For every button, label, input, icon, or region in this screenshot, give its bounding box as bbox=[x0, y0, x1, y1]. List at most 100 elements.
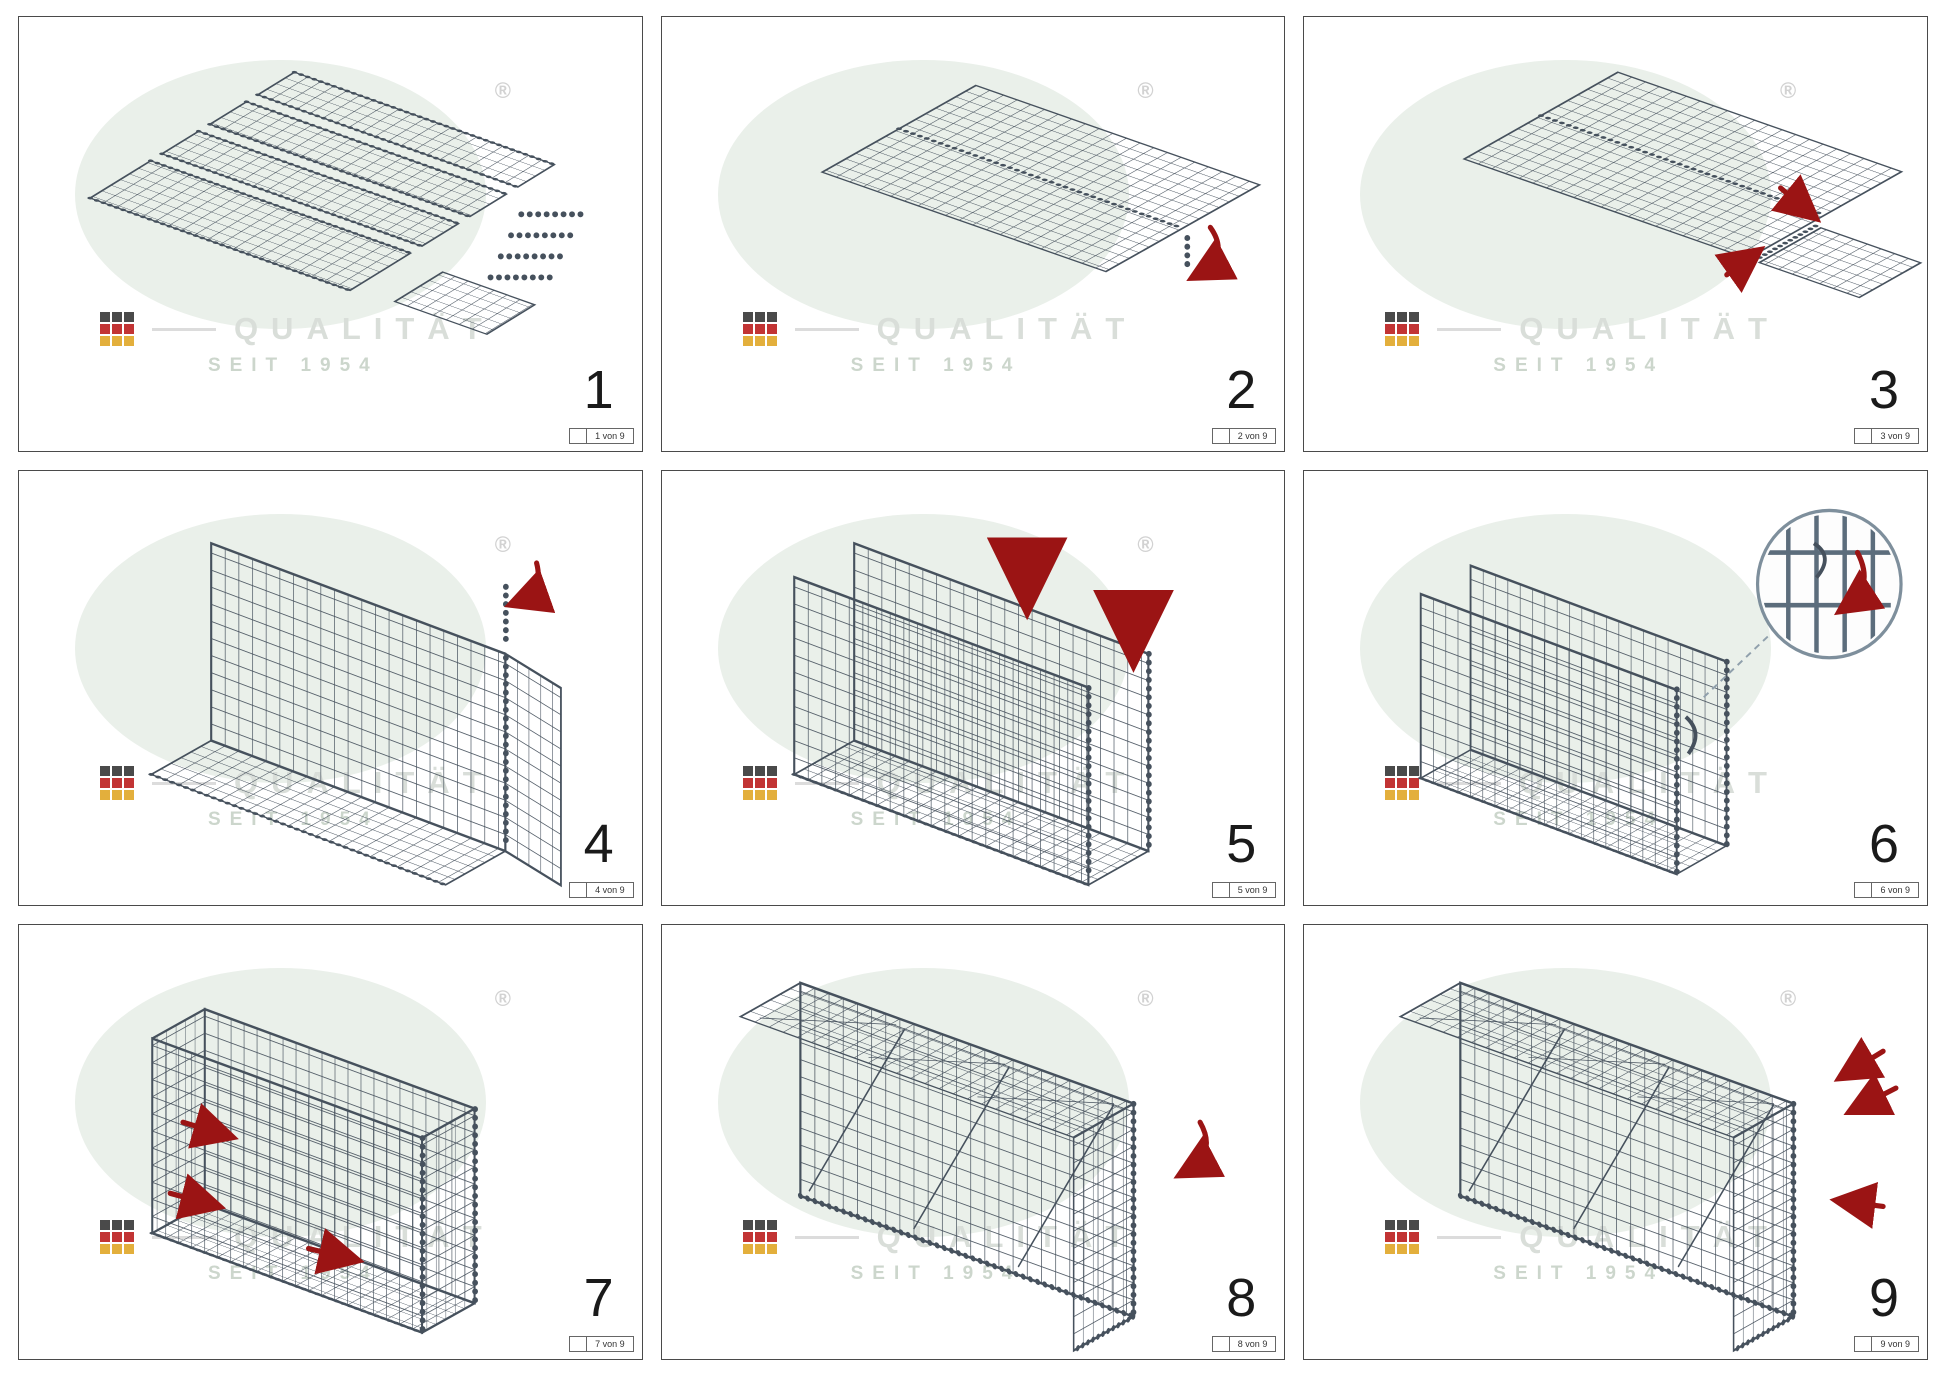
step-number: 9 bbox=[1868, 1268, 1899, 1328]
mesh-end-wall bbox=[504, 651, 562, 888]
page-indicator: 6 von 9 bbox=[1854, 882, 1919, 898]
registered-mark: ® bbox=[494, 77, 511, 103]
watermark-text-line2: SEIT 1954 bbox=[850, 1263, 1022, 1285]
page-indicator-stamp bbox=[1213, 883, 1230, 897]
registered-mark: ® bbox=[494, 985, 511, 1011]
step-panel-1: ® QUALITÄT SEIT 1954 1 bbox=[18, 16, 643, 452]
red-arrow-icon bbox=[1834, 1037, 1887, 1082]
mesh-right-end-wall bbox=[1732, 1101, 1796, 1354]
step-number: 4 bbox=[583, 814, 614, 874]
red-arrow-icon bbox=[1843, 1072, 1899, 1116]
page-indicator-stamp bbox=[1213, 1337, 1230, 1351]
page-indicator-label: 2 von 9 bbox=[1237, 431, 1268, 441]
page-indicator-stamp bbox=[570, 883, 588, 897]
page-indicator-label: 5 von 9 bbox=[1237, 885, 1268, 895]
step-6-drawing bbox=[1418, 508, 1903, 877]
spiral-coil bbox=[87, 159, 414, 292]
red-arrow-icon bbox=[167, 1173, 227, 1220]
loose-spirals bbox=[487, 211, 586, 281]
step-number: 6 bbox=[1868, 814, 1899, 874]
spiral-coil bbox=[797, 1192, 1136, 1320]
red-arrow-icon bbox=[504, 560, 556, 614]
brand-flag-icon bbox=[742, 1220, 777, 1255]
watermark-text-line2: SEIT 1954 bbox=[207, 355, 379, 377]
mesh-right-end-wall bbox=[421, 1106, 476, 1335]
brand-flag-icon bbox=[742, 766, 777, 801]
mesh-flap bbox=[1757, 226, 1923, 299]
registered-mark: ® bbox=[1137, 531, 1154, 557]
step-panel-5: ® QUALITÄT SEIT 1954 5 bbox=[660, 470, 1286, 906]
spiral-coil bbox=[1732, 1313, 1796, 1354]
page-indicator: 3 von 9 bbox=[1854, 428, 1919, 444]
watermark-text-line2: SEIT 1954 bbox=[850, 355, 1022, 377]
watermark-dash bbox=[794, 1235, 859, 1239]
page-indicator-stamp bbox=[1213, 429, 1230, 443]
spiral-coil bbox=[1071, 1313, 1136, 1354]
mesh-panels-flat bbox=[87, 70, 558, 336]
registered-mark: ® bbox=[1137, 985, 1154, 1011]
page-indicator-stamp bbox=[1855, 1337, 1873, 1351]
page-indicator-label: 4 von 9 bbox=[595, 885, 625, 895]
mesh-sheet-joined bbox=[819, 84, 1262, 273]
spiral-coil bbox=[1458, 1192, 1797, 1320]
page-indicator-label: 3 von 9 bbox=[1880, 431, 1910, 441]
page-indicator: 7 von 9 bbox=[569, 1336, 634, 1352]
brand-flag-icon bbox=[1385, 1220, 1420, 1255]
page-indicator: 4 von 9 bbox=[569, 882, 634, 898]
page-indicator-label: 1 von 9 bbox=[595, 431, 625, 441]
step-4-drawing bbox=[148, 541, 562, 888]
step-panel-6: ® QUALITÄT SEIT 1954 bbox=[1303, 470, 1928, 906]
page-indicator-label: 9 von 9 bbox=[1880, 1339, 1910, 1349]
page-indicator: 2 von 9 bbox=[1211, 428, 1277, 444]
spiral-coil bbox=[207, 100, 510, 218]
watermark-text-line1: QUALITÄT bbox=[1519, 311, 1780, 347]
registered-mark: ® bbox=[1780, 77, 1797, 103]
red-arrow-icon bbox=[1173, 1119, 1225, 1179]
red-arrow-icon bbox=[180, 1103, 239, 1149]
step-number: 5 bbox=[1226, 814, 1257, 874]
page-indicator: 8 von 9 bbox=[1211, 1336, 1277, 1352]
watermark-dash bbox=[151, 327, 216, 331]
step-5-drawing bbox=[790, 537, 1174, 887]
brand-flag-icon bbox=[99, 312, 134, 347]
detail-magnifier bbox=[1756, 508, 1903, 660]
mesh-right-end-wall bbox=[1071, 1101, 1136, 1354]
mesh-front-wall bbox=[1458, 981, 1797, 1320]
step-number: 8 bbox=[1226, 1268, 1257, 1328]
step-3-drawing bbox=[1462, 71, 1923, 299]
step-panel-7: ® QUALITÄT SEIT 1954 bbox=[18, 924, 643, 1360]
registered-mark: ® bbox=[1137, 77, 1154, 103]
watermark: QUALITÄT SEIT 1954 bbox=[1385, 311, 1780, 377]
brand-flag-icon bbox=[1385, 312, 1420, 347]
page-indicator-stamp bbox=[570, 429, 588, 443]
watermark-text-line2: SEIT 1954 bbox=[1493, 1263, 1665, 1285]
spiral-coil bbox=[255, 70, 558, 189]
page-indicator: 5 von 9 bbox=[1211, 882, 1277, 898]
red-arrow-icon bbox=[305, 1228, 365, 1275]
mesh-small-panel bbox=[393, 271, 537, 336]
hook-wire bbox=[1684, 715, 1698, 755]
watermark-dash bbox=[794, 327, 859, 331]
page-indicator-label: 8 von 9 bbox=[1237, 1339, 1268, 1349]
brand-flag-icon bbox=[99, 766, 134, 801]
step-panel-4: ® QUALITÄT SEIT 1954 4 bbox=[18, 470, 643, 906]
watermark: QUALITÄT SEIT 1954 bbox=[742, 311, 1138, 377]
step-panel-8: ® QUALITÄT SEIT 1954 bbox=[660, 924, 1286, 1360]
brand-flag-icon bbox=[99, 1220, 134, 1255]
brand-flag-icon bbox=[742, 312, 777, 347]
watermark-dash bbox=[1437, 327, 1502, 331]
spiral-seam bbox=[895, 127, 1186, 230]
brand-flag-icon bbox=[1385, 766, 1420, 801]
magnifier-leader-line bbox=[1703, 633, 1772, 698]
page-indicator-label: 6 von 9 bbox=[1880, 885, 1910, 895]
registered-mark: ® bbox=[1780, 985, 1797, 1011]
magnifier-content bbox=[1763, 514, 1892, 654]
step-9-drawing bbox=[1398, 981, 1899, 1354]
step-panel-3: ® QUALITÄT SEIT 1954 3 3 von 9 bbox=[1303, 16, 1928, 452]
watermark-text-line1: QUALITÄT bbox=[876, 311, 1138, 347]
red-arrow-icon bbox=[1185, 224, 1238, 282]
step-panel-9: ® QUALITÄT SEIT 1954 bbox=[1303, 924, 1928, 1360]
step-number: 2 bbox=[1226, 360, 1257, 420]
red-arrow-icon bbox=[1714, 245, 1766, 293]
red-arrow-icon bbox=[1829, 1181, 1887, 1229]
